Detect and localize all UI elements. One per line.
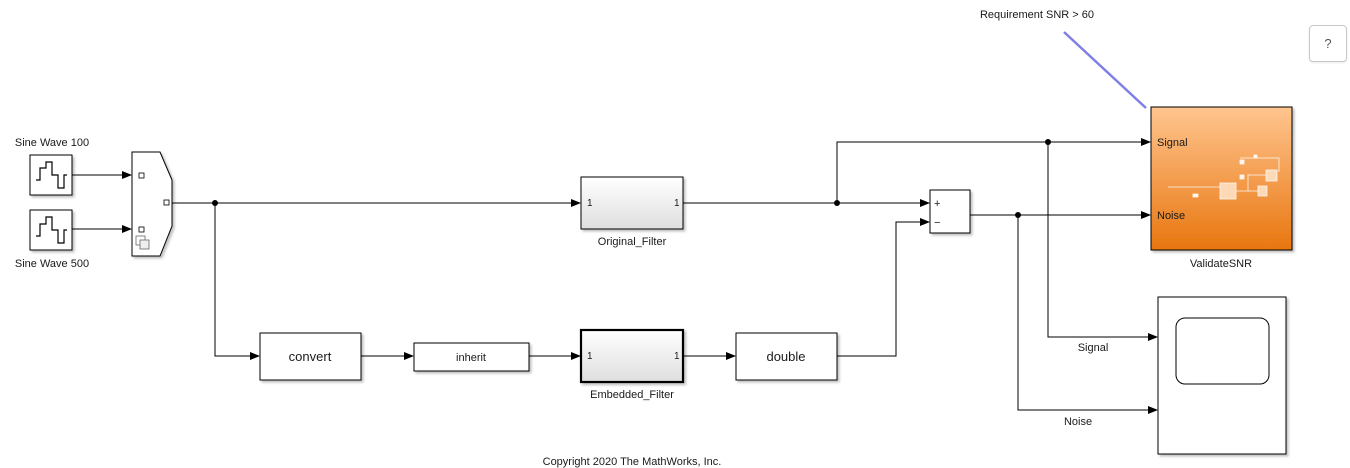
double-block[interactable] bbox=[735, 332, 838, 381]
mux-input-port-2 bbox=[138, 226, 145, 233]
signal-line-label: Signal bbox=[1078, 342, 1109, 354]
noise-line-label: Noise bbox=[1064, 416, 1092, 428]
convert-label: convert bbox=[289, 349, 332, 364]
help-button[interactable]: ? bbox=[1309, 25, 1347, 62]
original-filter-label: Original_Filter bbox=[598, 236, 667, 248]
sum-block[interactable] bbox=[929, 189, 971, 234]
wire-signal-to-scope[interactable] bbox=[1047, 142, 1158, 341]
validate-snr-block[interactable] bbox=[1150, 106, 1293, 251]
original-filter-out-port: 1 bbox=[674, 198, 680, 209]
inherit-block[interactable] bbox=[413, 342, 530, 372]
double-label: double bbox=[766, 349, 805, 364]
original-filter-in-port: 1 bbox=[587, 198, 593, 209]
wire-double-to-sum-minus[interactable] bbox=[837, 218, 930, 357]
embedded-filter-in-port: 1 bbox=[587, 351, 593, 362]
mux-output-port bbox=[163, 199, 170, 206]
validate-signal-port: Signal bbox=[1157, 137, 1188, 149]
validate-snr-label: ValidateSNR bbox=[1190, 258, 1252, 270]
wire-mux-to-convert[interactable] bbox=[214, 203, 260, 360]
wire-signal-to-validate[interactable] bbox=[836, 138, 1151, 203]
embedded-filter-label: Embedded_Filter bbox=[590, 389, 674, 401]
sum-plus-sign: + bbox=[934, 198, 940, 210]
sine-wave-100-label: Sine Wave 100 bbox=[15, 137, 89, 149]
validate-noise-port: Noise bbox=[1157, 210, 1185, 222]
original-filter-block[interactable] bbox=[580, 176, 684, 230]
wire-noise-to-scope[interactable] bbox=[1017, 215, 1158, 414]
scope-block[interactable] bbox=[1157, 296, 1287, 455]
mux-input-port-1 bbox=[138, 172, 145, 179]
sine-wave-icon bbox=[36, 161, 67, 189]
copyright-text: Copyright 2020 The MathWorks, Inc. bbox=[543, 456, 722, 468]
sine-wave-100-block[interactable] bbox=[29, 154, 73, 196]
embedded-filter-block[interactable] bbox=[579, 328, 685, 384]
sine-wave-icon bbox=[36, 216, 67, 244]
sum-minus-sign: − bbox=[934, 217, 940, 229]
subsystem-preview-icon bbox=[1168, 154, 1280, 200]
sine-wave-500-label: Sine Wave 500 bbox=[15, 258, 89, 270]
sine-wave-500-block[interactable] bbox=[29, 209, 73, 251]
requirement-annotation[interactable]: Requirement SNR > 60 bbox=[980, 9, 1094, 21]
mux-block[interactable] bbox=[131, 151, 173, 257]
scope-screen-icon bbox=[1175, 317, 1270, 385]
convert-block[interactable] bbox=[259, 332, 362, 381]
requirement-link-line bbox=[1063, 31, 1147, 109]
inherit-label: inherit bbox=[456, 352, 486, 364]
embedded-filter-out-port: 1 bbox=[674, 351, 680, 362]
